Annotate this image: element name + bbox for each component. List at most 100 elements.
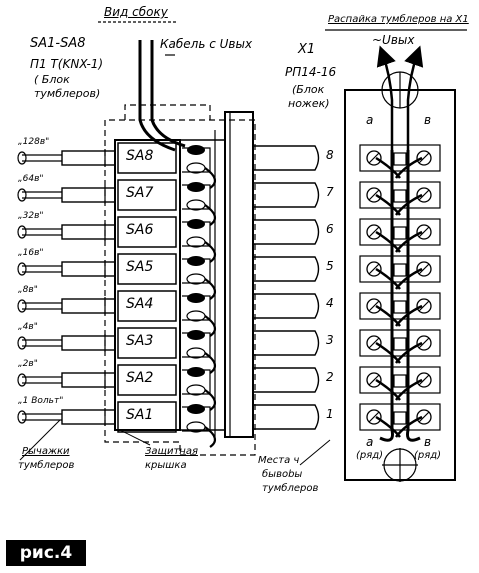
terminal-lug <box>182 258 211 284</box>
pin-b-mark <box>418 226 430 238</box>
switch-label: SA7 <box>126 185 154 201</box>
switch-label: SA8 <box>126 148 154 164</box>
connector-desc-1: (Блок <box>292 83 325 96</box>
terminal-lug <box>182 406 211 432</box>
toggle-lever <box>61 335 116 351</box>
pin-b-pad <box>416 298 432 314</box>
pin-number: 3 <box>326 333 334 347</box>
lever-tip <box>17 262 27 276</box>
switch-label: SA3 <box>126 333 154 349</box>
pin-a-pad <box>366 409 382 425</box>
connector-model: РП14-16 <box>285 65 337 79</box>
bus-wire <box>379 150 394 442</box>
lever-label: „8в" <box>18 285 38 295</box>
terminal-lug <box>182 221 211 247</box>
pin-b-mark <box>418 152 430 164</box>
lever-label: „2в" <box>18 359 38 369</box>
side-view-title: Вид сбоку <box>104 5 168 19</box>
connector-pin <box>253 219 320 245</box>
switch-cell <box>117 364 177 396</box>
uout-label: ~Uвых <box>372 33 415 47</box>
pin-b-mark <box>418 300 430 312</box>
pinout-wire <box>375 341 401 364</box>
block-ref: SA1-SA8 <box>30 36 86 51</box>
pinout-wire <box>375 267 401 290</box>
lever-tip <box>17 188 27 202</box>
toggle-lever <box>61 409 116 425</box>
lever-tip <box>17 373 27 387</box>
cable-label: Кабель с Uвых <box>160 37 253 51</box>
pin-b-mark <box>418 189 430 201</box>
pin-number: 2 <box>326 370 334 384</box>
terminal-dot <box>187 367 205 377</box>
toggle-lever <box>61 372 116 388</box>
lever-label: „4в" <box>18 322 38 332</box>
switch-cell <box>117 290 177 322</box>
switch-cell <box>117 216 177 248</box>
pinout-cell <box>359 218 441 246</box>
pinout-cell <box>359 181 441 209</box>
lever-tip <box>17 225 27 239</box>
terminal-dot <box>187 330 205 340</box>
middle-pad <box>393 337 407 351</box>
pin-b-pad <box>416 372 432 388</box>
pin-a-pad <box>366 372 382 388</box>
lever-label: „16в" <box>18 248 44 258</box>
switch-label: SA1 <box>126 407 154 423</box>
levers-label-2: тумблеров <box>18 460 75 471</box>
pin-a-mark <box>368 226 380 238</box>
toggle-lever <box>61 150 116 166</box>
lever-label: „32в" <box>18 211 44 221</box>
places-label-3: тумблеров <box>262 483 319 494</box>
lever-tip <box>17 336 27 350</box>
pinout-wire <box>375 230 401 253</box>
pin-b-mark <box>418 337 430 349</box>
bus-wire <box>406 150 421 442</box>
switch-wire <box>204 278 217 300</box>
terminal-dot <box>187 293 205 303</box>
middle-pad <box>393 300 407 314</box>
switch-label: SA6 <box>126 222 154 238</box>
row-b-sub: (ряд) <box>414 450 442 461</box>
pin-a-mark <box>368 300 380 312</box>
pinout-cell <box>359 144 441 172</box>
pinout-cell <box>359 292 441 320</box>
pin-a-mark <box>368 263 380 275</box>
connector-pin <box>253 367 320 393</box>
pin-a-pad <box>366 335 382 351</box>
switch-wire <box>204 204 217 226</box>
block-model: П1 Т(KNX-1) <box>30 57 104 71</box>
switch-wire <box>204 426 217 448</box>
connector-pin <box>253 293 320 319</box>
toggle-lever <box>61 224 116 240</box>
pin-b-pad <box>416 335 432 351</box>
pin-a-pad <box>366 187 382 203</box>
places-label: Места ч <box>258 455 300 466</box>
connector-pin <box>253 256 320 282</box>
terminal-dot <box>187 219 205 229</box>
middle-pad <box>393 189 407 203</box>
pin-b-pad <box>416 261 432 277</box>
pinout-wire <box>375 378 401 401</box>
pin-number: 6 <box>326 222 334 236</box>
lever-label: „1 Вольт" <box>18 396 64 406</box>
terminal-dot <box>187 404 205 414</box>
switch-cell <box>117 142 177 174</box>
switch-wire <box>204 167 217 189</box>
terminal-dot <box>187 145 205 155</box>
pinout-cell <box>359 403 441 431</box>
switch-wire <box>204 389 217 411</box>
levers-label: Рычажки <box>22 446 70 457</box>
connector-pin <box>253 182 320 208</box>
switch-wire <box>204 352 217 374</box>
pinout-cell <box>359 255 441 283</box>
middle-pad <box>393 374 407 388</box>
pin-b-pad <box>416 409 432 425</box>
pinout-wire <box>375 304 401 327</box>
terminal-dot <box>187 182 205 192</box>
cover-label: Защитная <box>145 446 198 457</box>
switch-wire <box>204 241 217 263</box>
pin-number: 4 <box>326 296 334 310</box>
row-a-bottom: а <box>366 435 374 449</box>
